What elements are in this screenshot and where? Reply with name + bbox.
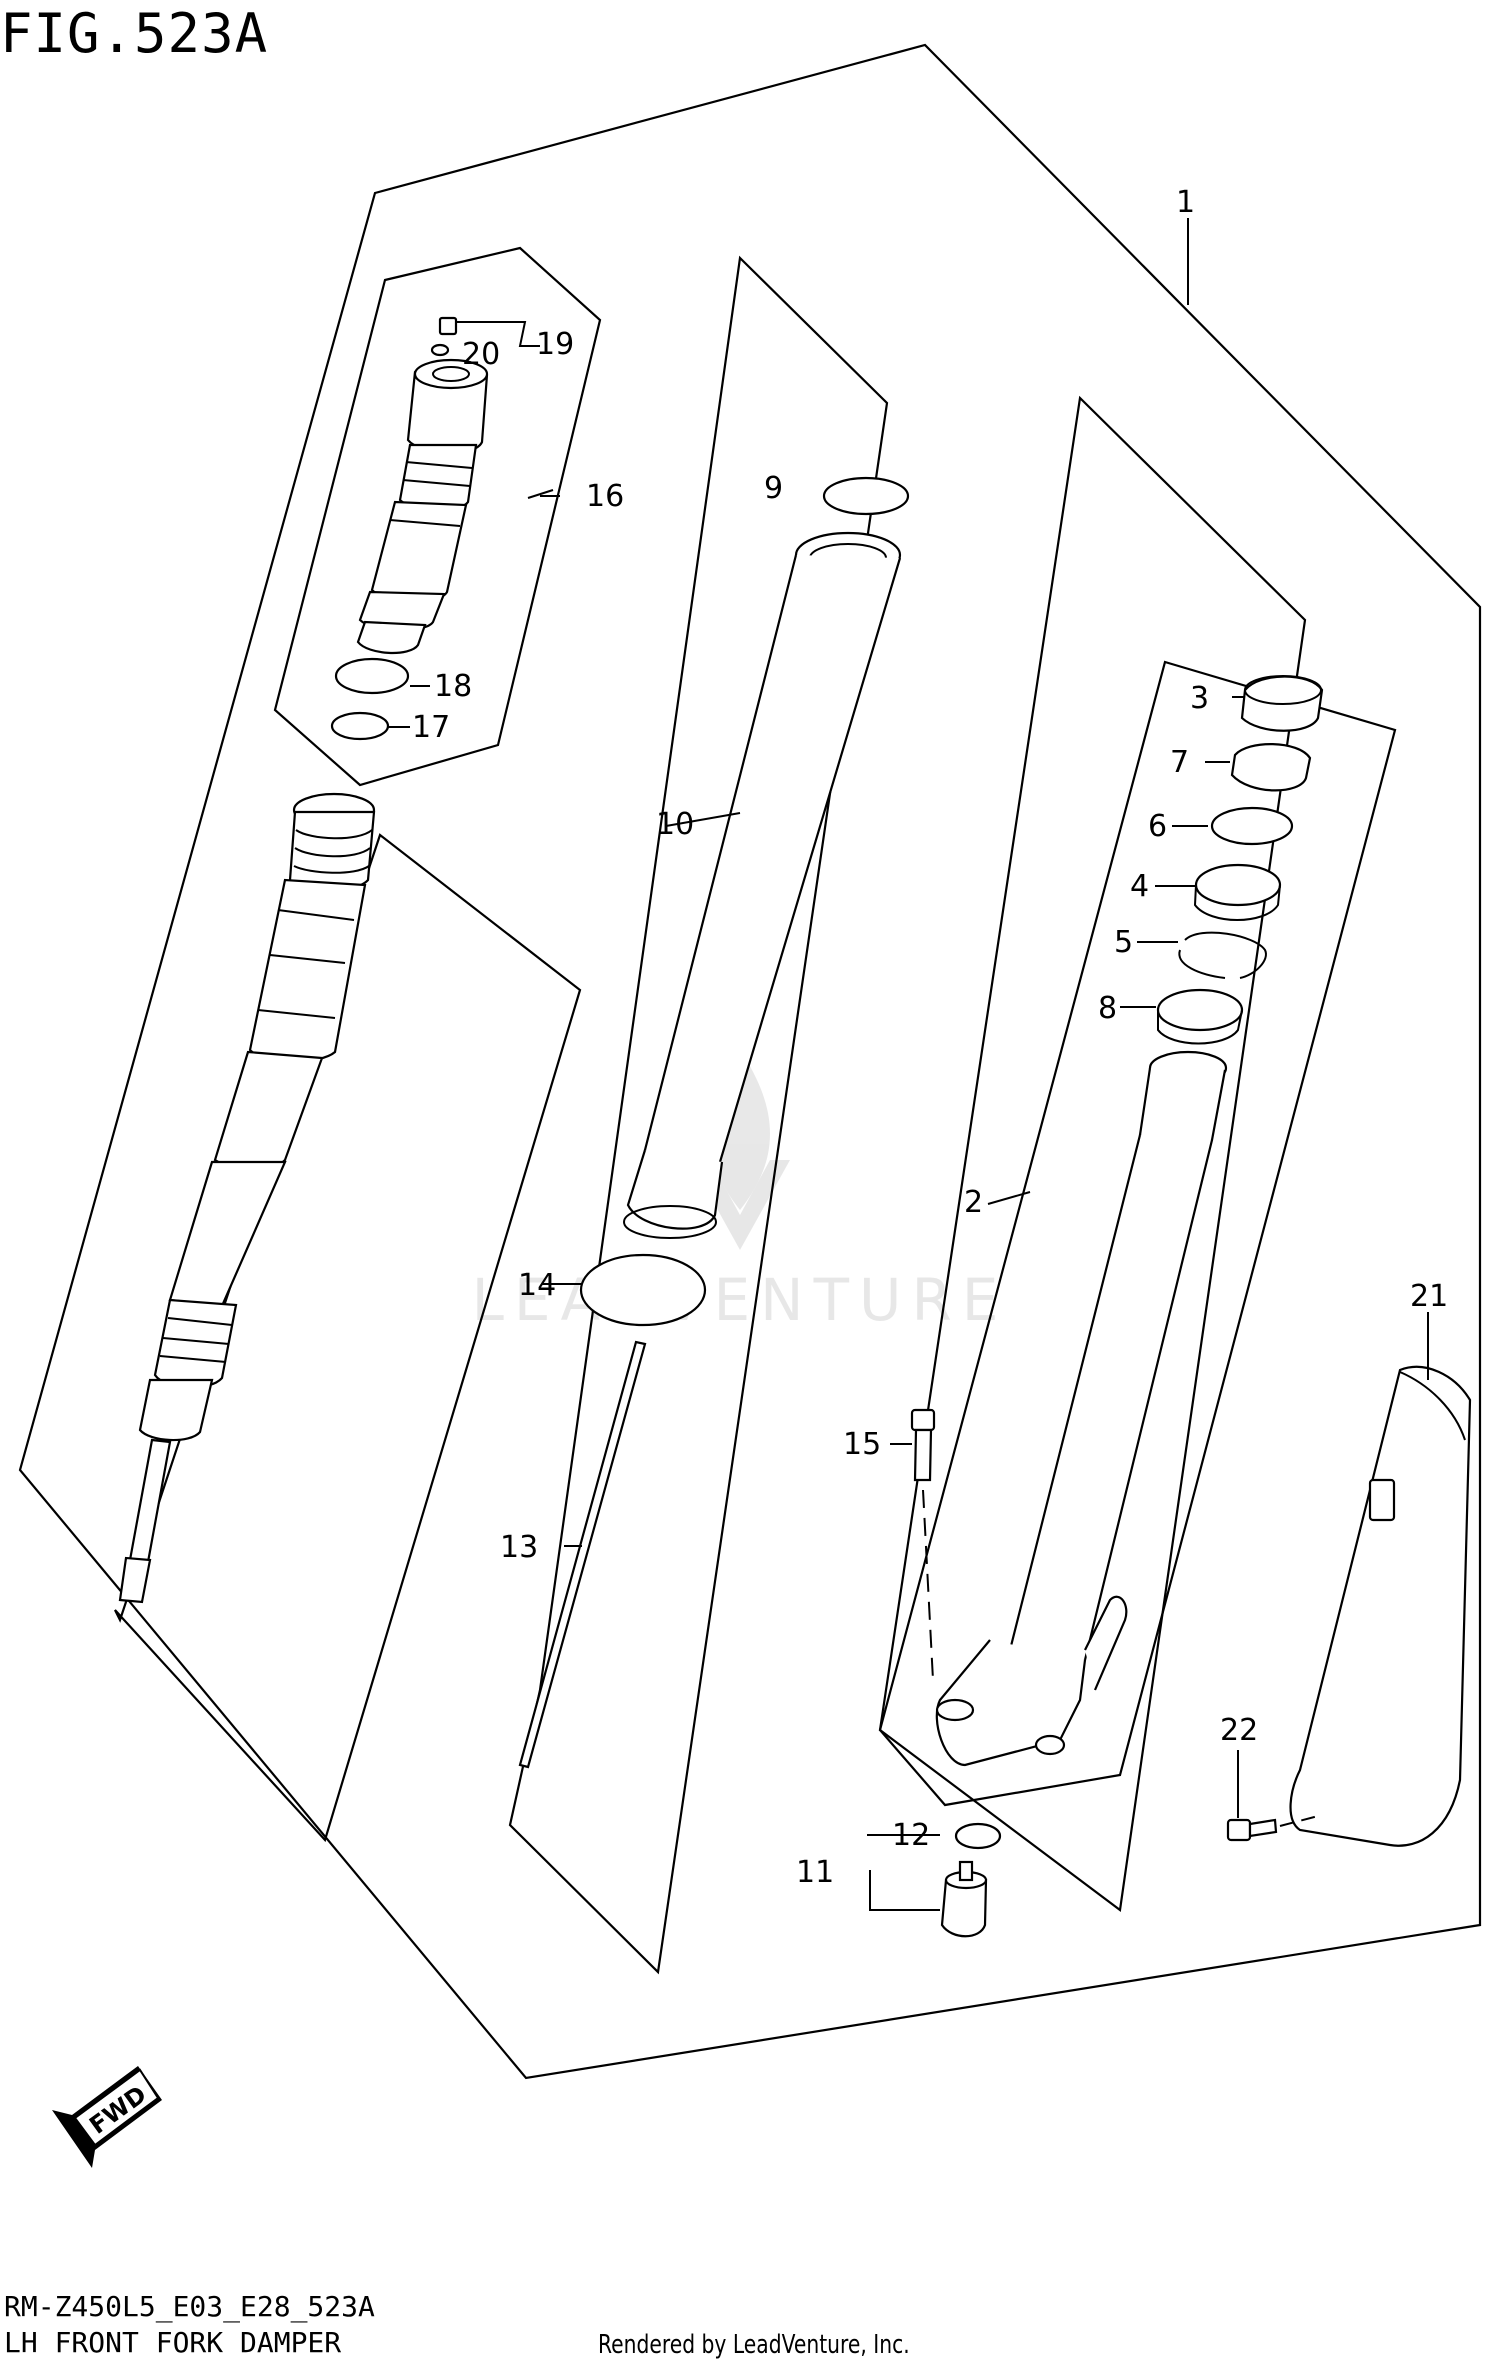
callout-22: 22 [1220, 1713, 1258, 1748]
callout-2: 2 [964, 1185, 983, 1220]
callout-8: 8 [1098, 991, 1117, 1026]
inner-tube-group-outline [878, 395, 1307, 1912]
o-ring-part-14 [579, 1253, 707, 1327]
outer-tube-part [623, 531, 902, 1239]
oil-seal-part-4 [1194, 863, 1282, 907]
bushing-group-outline [878, 660, 1397, 1807]
damper-cartridge-part [118, 792, 376, 1604]
outer-tube-group-outline [508, 255, 889, 1975]
model-code: RM-Z450L5_E03_E28_523A [4, 2290, 375, 2323]
bolt-22-leader-dash [1279, 1814, 1323, 1827]
callout-3: 3 [1190, 681, 1209, 716]
bolt-part-15 [910, 1408, 936, 1482]
clip-part-5 [1178, 931, 1267, 979]
diagram-subtitle: LH FRONT FORK DAMPER [4, 2326, 342, 2359]
render-credit: Rendered by LeadVenture, Inc. [598, 2330, 910, 2360]
top-cap-assembly-part [356, 316, 489, 655]
o-ring-part-18 [334, 657, 410, 695]
o-ring-part-12 [954, 1822, 1002, 1850]
callout-1: 1 [1176, 185, 1195, 220]
callout-13: 13 [500, 1530, 538, 1565]
top-cap-group-outline [273, 246, 602, 787]
fork-guard-part-21 [1289, 1365, 1472, 1847]
callout-6: 6 [1148, 809, 1167, 844]
dust-seal-part-8-body [1157, 1009, 1243, 1045]
callout-10: 10 [656, 807, 694, 842]
callout-21: 21 [1410, 1279, 1448, 1314]
inner-tube-part [935, 1050, 1228, 1767]
callout-15: 15 [843, 1427, 881, 1462]
callout-9: 9 [764, 471, 783, 506]
figure-title: FIG.523A [0, 2, 269, 65]
callout-4: 4 [1130, 869, 1149, 904]
callout-17: 17 [412, 710, 450, 745]
leadventure-watermark: LEADVENTURE [472, 1050, 1009, 1334]
callout-12: 12 [892, 1818, 930, 1853]
rod-part-13 [518, 1340, 647, 1769]
callout-labels: 1 2 3 4 5 6 7 8 9 10 11 12 13 14 15 16 1… [412, 185, 1448, 1890]
callout-11: 11 [796, 1855, 834, 1890]
oil-seal-part-4-body [1193, 884, 1281, 921]
watermark-text: LEADVENTURE [472, 1266, 1009, 1334]
bolt-15-leader-dash [922, 1489, 934, 1681]
fwd-direction-badge: FWD [52, 2066, 162, 2168]
bolt-part-22 [1226, 1818, 1278, 1842]
cartridge-group-outline [114, 833, 582, 1843]
callout-14: 14 [518, 1268, 556, 1303]
valve-part-11 [940, 1860, 988, 1938]
dust-seal-part-8 [1156, 988, 1244, 1032]
bushing-part-7 [1230, 743, 1312, 792]
callout-5: 5 [1114, 925, 1133, 960]
callout-20: 20 [462, 337, 500, 372]
callout-19: 19 [536, 327, 574, 362]
leader-lines [388, 218, 1429, 1911]
callout-7: 7 [1170, 745, 1189, 780]
fork-assembly-outline [18, 43, 1482, 2080]
callout-18: 18 [434, 669, 472, 704]
washer-part-6 [1210, 806, 1294, 846]
bushing-part-3-top [1244, 675, 1322, 705]
callout-16: 16 [586, 479, 624, 514]
o-ring-part-17 [330, 711, 390, 741]
o-ring-part-9 [822, 476, 910, 516]
